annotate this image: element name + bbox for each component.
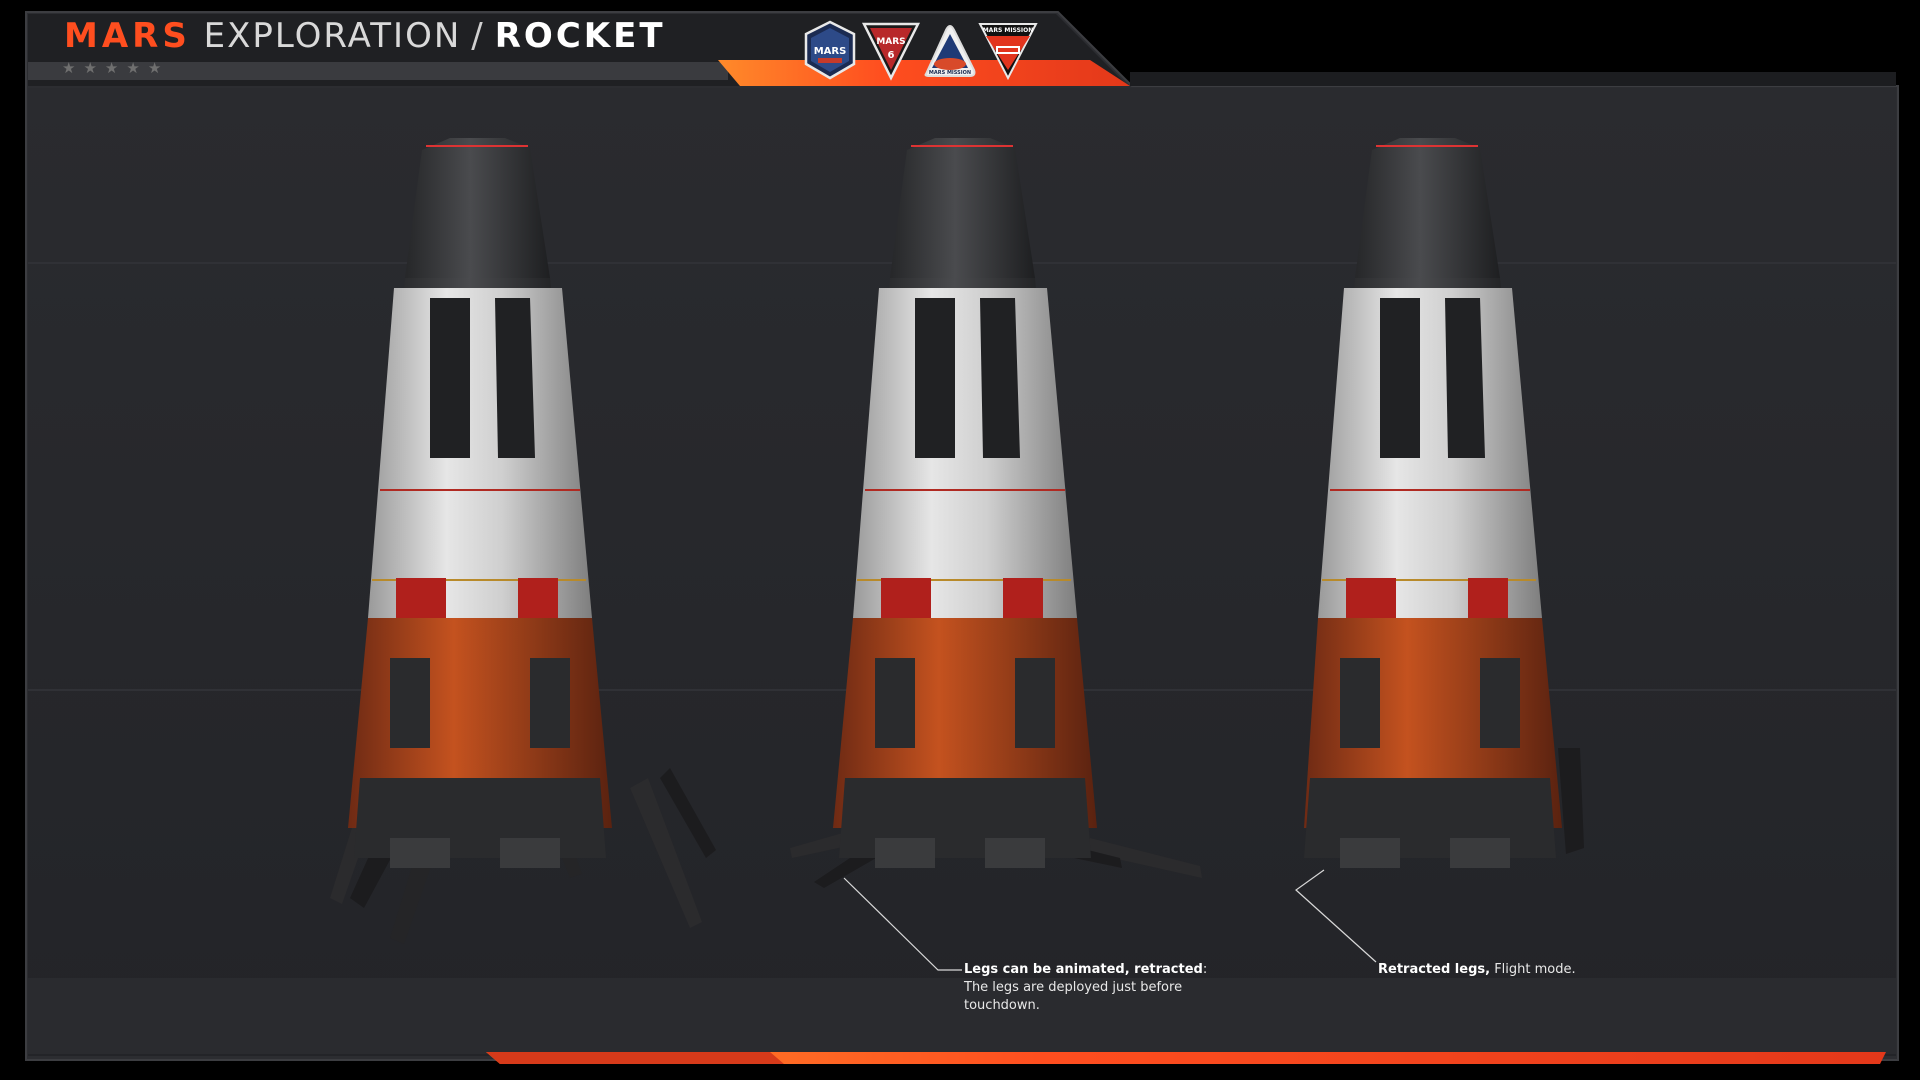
mission-badges: MARS MARS 6 MARS MISSION MARS MISSION (804, 20, 1038, 81)
mars-mission-2020-badge-icon: MARS MISSION (978, 23, 1038, 81)
caption-line: touchdown. (964, 998, 1040, 1013)
caption-bold: Retracted legs, (1378, 962, 1491, 977)
title-accent: MARS (64, 16, 191, 56)
rocket-legs-retracted (1304, 138, 1584, 868)
badge-text: MARS (876, 37, 905, 47)
star-rating: ★ ★ ★ ★ ★ (62, 60, 161, 76)
mars-badge-icon: MARS (804, 20, 856, 80)
svg-text:6: 6 (888, 50, 895, 61)
mars-6-badge-icon: MARS 6 (861, 22, 921, 81)
star-icon: ★ (126, 59, 140, 77)
title-strong: ROCKET (494, 16, 666, 56)
caption-bold: Legs can be animated, retracted (964, 962, 1203, 977)
badge-text: MARS MISSION (929, 70, 971, 76)
nose-section (1355, 138, 1500, 278)
caption-legs-animated: Legs can be animated, retracted: The leg… (964, 961, 1244, 1015)
star-icon: ★ (104, 59, 119, 77)
star-icon: ★ (62, 59, 76, 77)
badge-text: MARS MISSION (983, 27, 1034, 34)
caption-line: The legs are deployed just before (964, 980, 1183, 995)
hull-section (368, 288, 592, 618)
caption-inline: : (1202, 962, 1208, 977)
hull-section (853, 288, 1077, 618)
star-icon: ★ (147, 59, 162, 77)
caption-retracted-legs: Retracted legs, Flight mode. (1378, 961, 1678, 979)
rocket-legs-retracting (790, 138, 1202, 888)
title-light: EXPLORATION (203, 16, 462, 56)
nose-section (405, 138, 550, 278)
rocket-legs-deployed (330, 138, 716, 944)
hull-section (1318, 288, 1542, 618)
star-icon: ★ (83, 59, 97, 77)
page-title: MARS EXPLORATION/ROCKET (64, 14, 666, 58)
mars-mission-badge-icon: MARS MISSION (924, 25, 976, 77)
badge-text: MARS (814, 46, 847, 57)
nose-section (890, 138, 1035, 278)
title-separator: / (471, 16, 485, 56)
caption-inline: Flight mode. (1490, 962, 1576, 977)
